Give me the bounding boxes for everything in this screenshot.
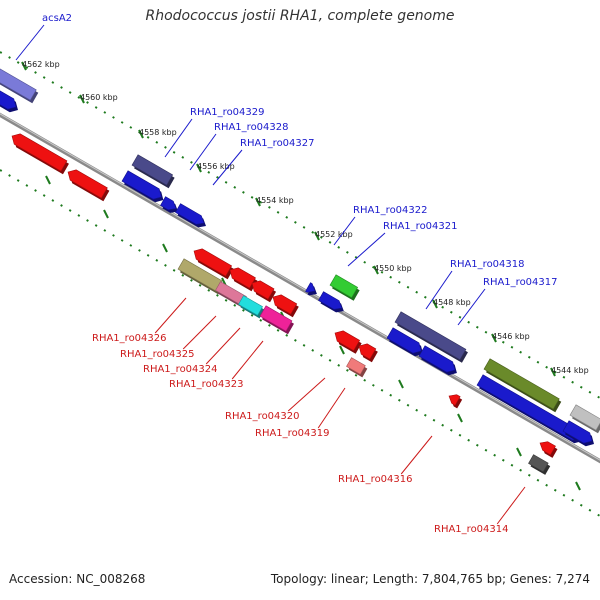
gene-feature[interactable]	[0, 65, 39, 104]
gene-leader-line	[287, 377, 326, 412]
gene-feature[interactable]	[272, 294, 299, 318]
tick-mark	[432, 299, 438, 309]
gene-leader-line	[347, 232, 386, 267]
gene-feature[interactable]	[569, 404, 600, 434]
gene-leader-line	[189, 133, 217, 171]
tick-mark	[550, 367, 556, 377]
tick-mark	[103, 209, 109, 219]
tick-rail-forward	[0, 51, 600, 399]
gene-leader-line	[15, 24, 45, 61]
gene-feature[interactable]	[329, 274, 360, 301]
gene-label-reverse[interactable]: RHA1_ro04319	[255, 428, 330, 439]
gene-leader-line	[496, 486, 526, 525]
gene-feature[interactable]	[448, 394, 463, 409]
accession-text: Accession: NC_008268	[9, 572, 146, 586]
gene-feature[interactable]	[175, 203, 206, 228]
gene-feature[interactable]	[318, 291, 344, 313]
gene-label-forward[interactable]: RHA1_ro04321	[383, 221, 458, 232]
gene-label-forward[interactable]: RHA1_ro04322	[353, 205, 428, 216]
gene-feature[interactable]	[418, 345, 457, 376]
gene-feature[interactable]	[358, 343, 378, 363]
tick-mark	[45, 175, 51, 185]
gene-label-reverse[interactable]: RHA1_ro04326	[92, 333, 167, 344]
tick-mark	[314, 231, 320, 241]
gene-label-reverse[interactable]: RHA1_ro04320	[225, 411, 300, 422]
tick-mark	[339, 345, 345, 355]
tick-mark	[255, 197, 261, 207]
gene-feature[interactable]	[0, 87, 18, 113]
tick-label: 4560 kbp	[80, 93, 118, 102]
gene-label-forward[interactable]: RHA1_ro04329	[190, 107, 265, 118]
genome-backbone	[0, 112, 600, 464]
tick-label: 4550 kbp	[374, 264, 412, 273]
gene-leader-line	[231, 340, 264, 380]
gene-leader-line	[164, 118, 193, 158]
tick-mark	[373, 265, 379, 275]
tick-label: 4554 kbp	[256, 196, 294, 205]
gene-leader-line	[212, 149, 243, 186]
gene-feature[interactable]	[160, 196, 178, 213]
gene-label-reverse[interactable]: RHA1_ro04323	[169, 379, 244, 390]
gene-label-forward[interactable]: RHA1_ro04318	[450, 259, 525, 270]
gene-feature[interactable]	[177, 258, 225, 295]
tick-mark	[457, 413, 463, 423]
tick-label: 4556 kbp	[197, 162, 235, 171]
gene-leader-line	[182, 315, 217, 350]
gene-leader-line	[400, 435, 433, 475]
gene-label-forward[interactable]: acsA2	[42, 13, 72, 24]
gene-feature[interactable]	[251, 280, 277, 303]
gene-label-reverse[interactable]: RHA1_ro04324	[143, 364, 218, 375]
gene-feature[interactable]	[539, 441, 558, 458]
gene-feature[interactable]	[305, 282, 317, 296]
gene-leader-line	[425, 270, 453, 310]
tick-mark	[21, 61, 27, 71]
gene-leader-line	[205, 327, 241, 365]
gene-leader-line	[317, 387, 346, 429]
tick-mark	[516, 447, 522, 457]
tick-mark	[491, 333, 497, 343]
tick-label: 4552 kbp	[315, 230, 353, 239]
gene-feature[interactable]	[11, 133, 69, 175]
gene-label-forward[interactable]: RHA1_ro04328	[214, 122, 289, 133]
gene-feature[interactable]	[483, 358, 562, 413]
gene-feature[interactable]	[386, 327, 424, 357]
gene-feature[interactable]	[121, 170, 164, 203]
gene-label-reverse[interactable]: RHA1_ro04314	[434, 524, 509, 535]
tick-mark	[398, 379, 404, 389]
gene-feature[interactable]	[238, 295, 265, 319]
gene-feature[interactable]	[334, 330, 362, 354]
gene-leader-line	[154, 297, 187, 334]
gene-feature[interactable]	[394, 311, 468, 363]
tick-mark	[575, 481, 581, 491]
tick-label: 4544 kbp	[551, 366, 589, 375]
tick-rail-reverse	[0, 169, 600, 517]
tick-mark	[79, 94, 85, 104]
gene-feature[interactable]	[67, 169, 110, 202]
genome-summary-text: Topology: linear; Length: 7,804,765 bp; …	[270, 572, 590, 586]
tick-mark	[162, 243, 168, 253]
gene-leader-line	[457, 288, 486, 326]
gene-label-forward[interactable]: RHA1_ro04327	[240, 138, 315, 149]
tick-mark	[196, 163, 202, 173]
map-title: Rhodococcus jostii RHA1, complete genome	[145, 8, 455, 24]
gene-label-reverse[interactable]: RHA1_ro04316	[338, 474, 413, 485]
tick-label: 4558 kbp	[139, 128, 177, 137]
tick-label: 4546 kbp	[492, 332, 530, 341]
gene-leader-line	[333, 216, 356, 246]
gene-label-forward[interactable]: RHA1_ro04317	[483, 277, 558, 288]
gene-feature[interactable]	[346, 357, 368, 378]
tick-label: 4548 kbp	[433, 298, 471, 307]
tick-label: 4562 kbp	[22, 60, 60, 69]
tick-mark	[138, 129, 144, 139]
gene-feature[interactable]	[193, 248, 234, 280]
gene-label-reverse[interactable]: RHA1_ro04325	[120, 349, 195, 360]
gene-feature[interactable]	[259, 305, 294, 335]
gene-feature[interactable]	[528, 454, 551, 475]
gene-feature[interactable]	[562, 420, 594, 447]
gene-feature[interactable]	[131, 154, 175, 189]
